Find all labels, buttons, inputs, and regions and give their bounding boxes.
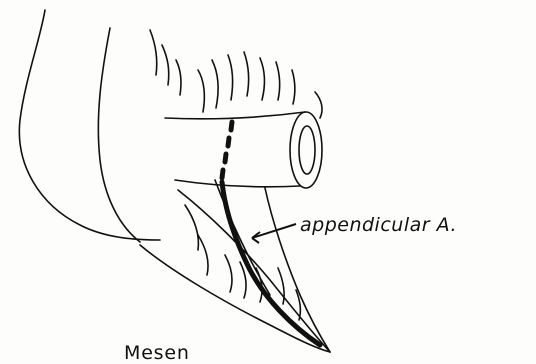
artery-dash xyxy=(228,138,229,146)
fold-line xyxy=(276,62,280,100)
cecum-outer-wall xyxy=(19,10,160,240)
fold-line xyxy=(260,58,264,100)
fold-line xyxy=(212,60,218,108)
fold-line xyxy=(162,45,169,85)
artery-dash xyxy=(231,122,232,130)
fold-line xyxy=(278,268,284,304)
ileum-top-edge xyxy=(165,112,305,119)
fold-line xyxy=(225,255,232,292)
fold-line xyxy=(228,55,233,100)
fold-line xyxy=(315,92,322,118)
ileum-cut-end-outer xyxy=(290,112,322,188)
fold-line xyxy=(198,70,204,112)
fold-line xyxy=(185,205,198,250)
fold-line xyxy=(244,52,249,96)
mesentery-label: Mesen xyxy=(124,342,190,364)
artery-label: appendicular A. xyxy=(300,214,457,236)
fold-line xyxy=(150,30,157,75)
artery-dash xyxy=(225,154,226,162)
label-pointer xyxy=(252,224,296,238)
ileum-cut-end-inner xyxy=(299,126,315,174)
fold-line xyxy=(198,235,208,275)
fold-line xyxy=(292,70,295,104)
cecum-inner-wall xyxy=(98,28,140,242)
ileum-bottom-edge xyxy=(175,180,300,187)
artery-dash xyxy=(222,170,223,178)
fold-line xyxy=(240,262,246,298)
appendicular-artery xyxy=(222,182,320,345)
fold-line xyxy=(176,60,181,95)
